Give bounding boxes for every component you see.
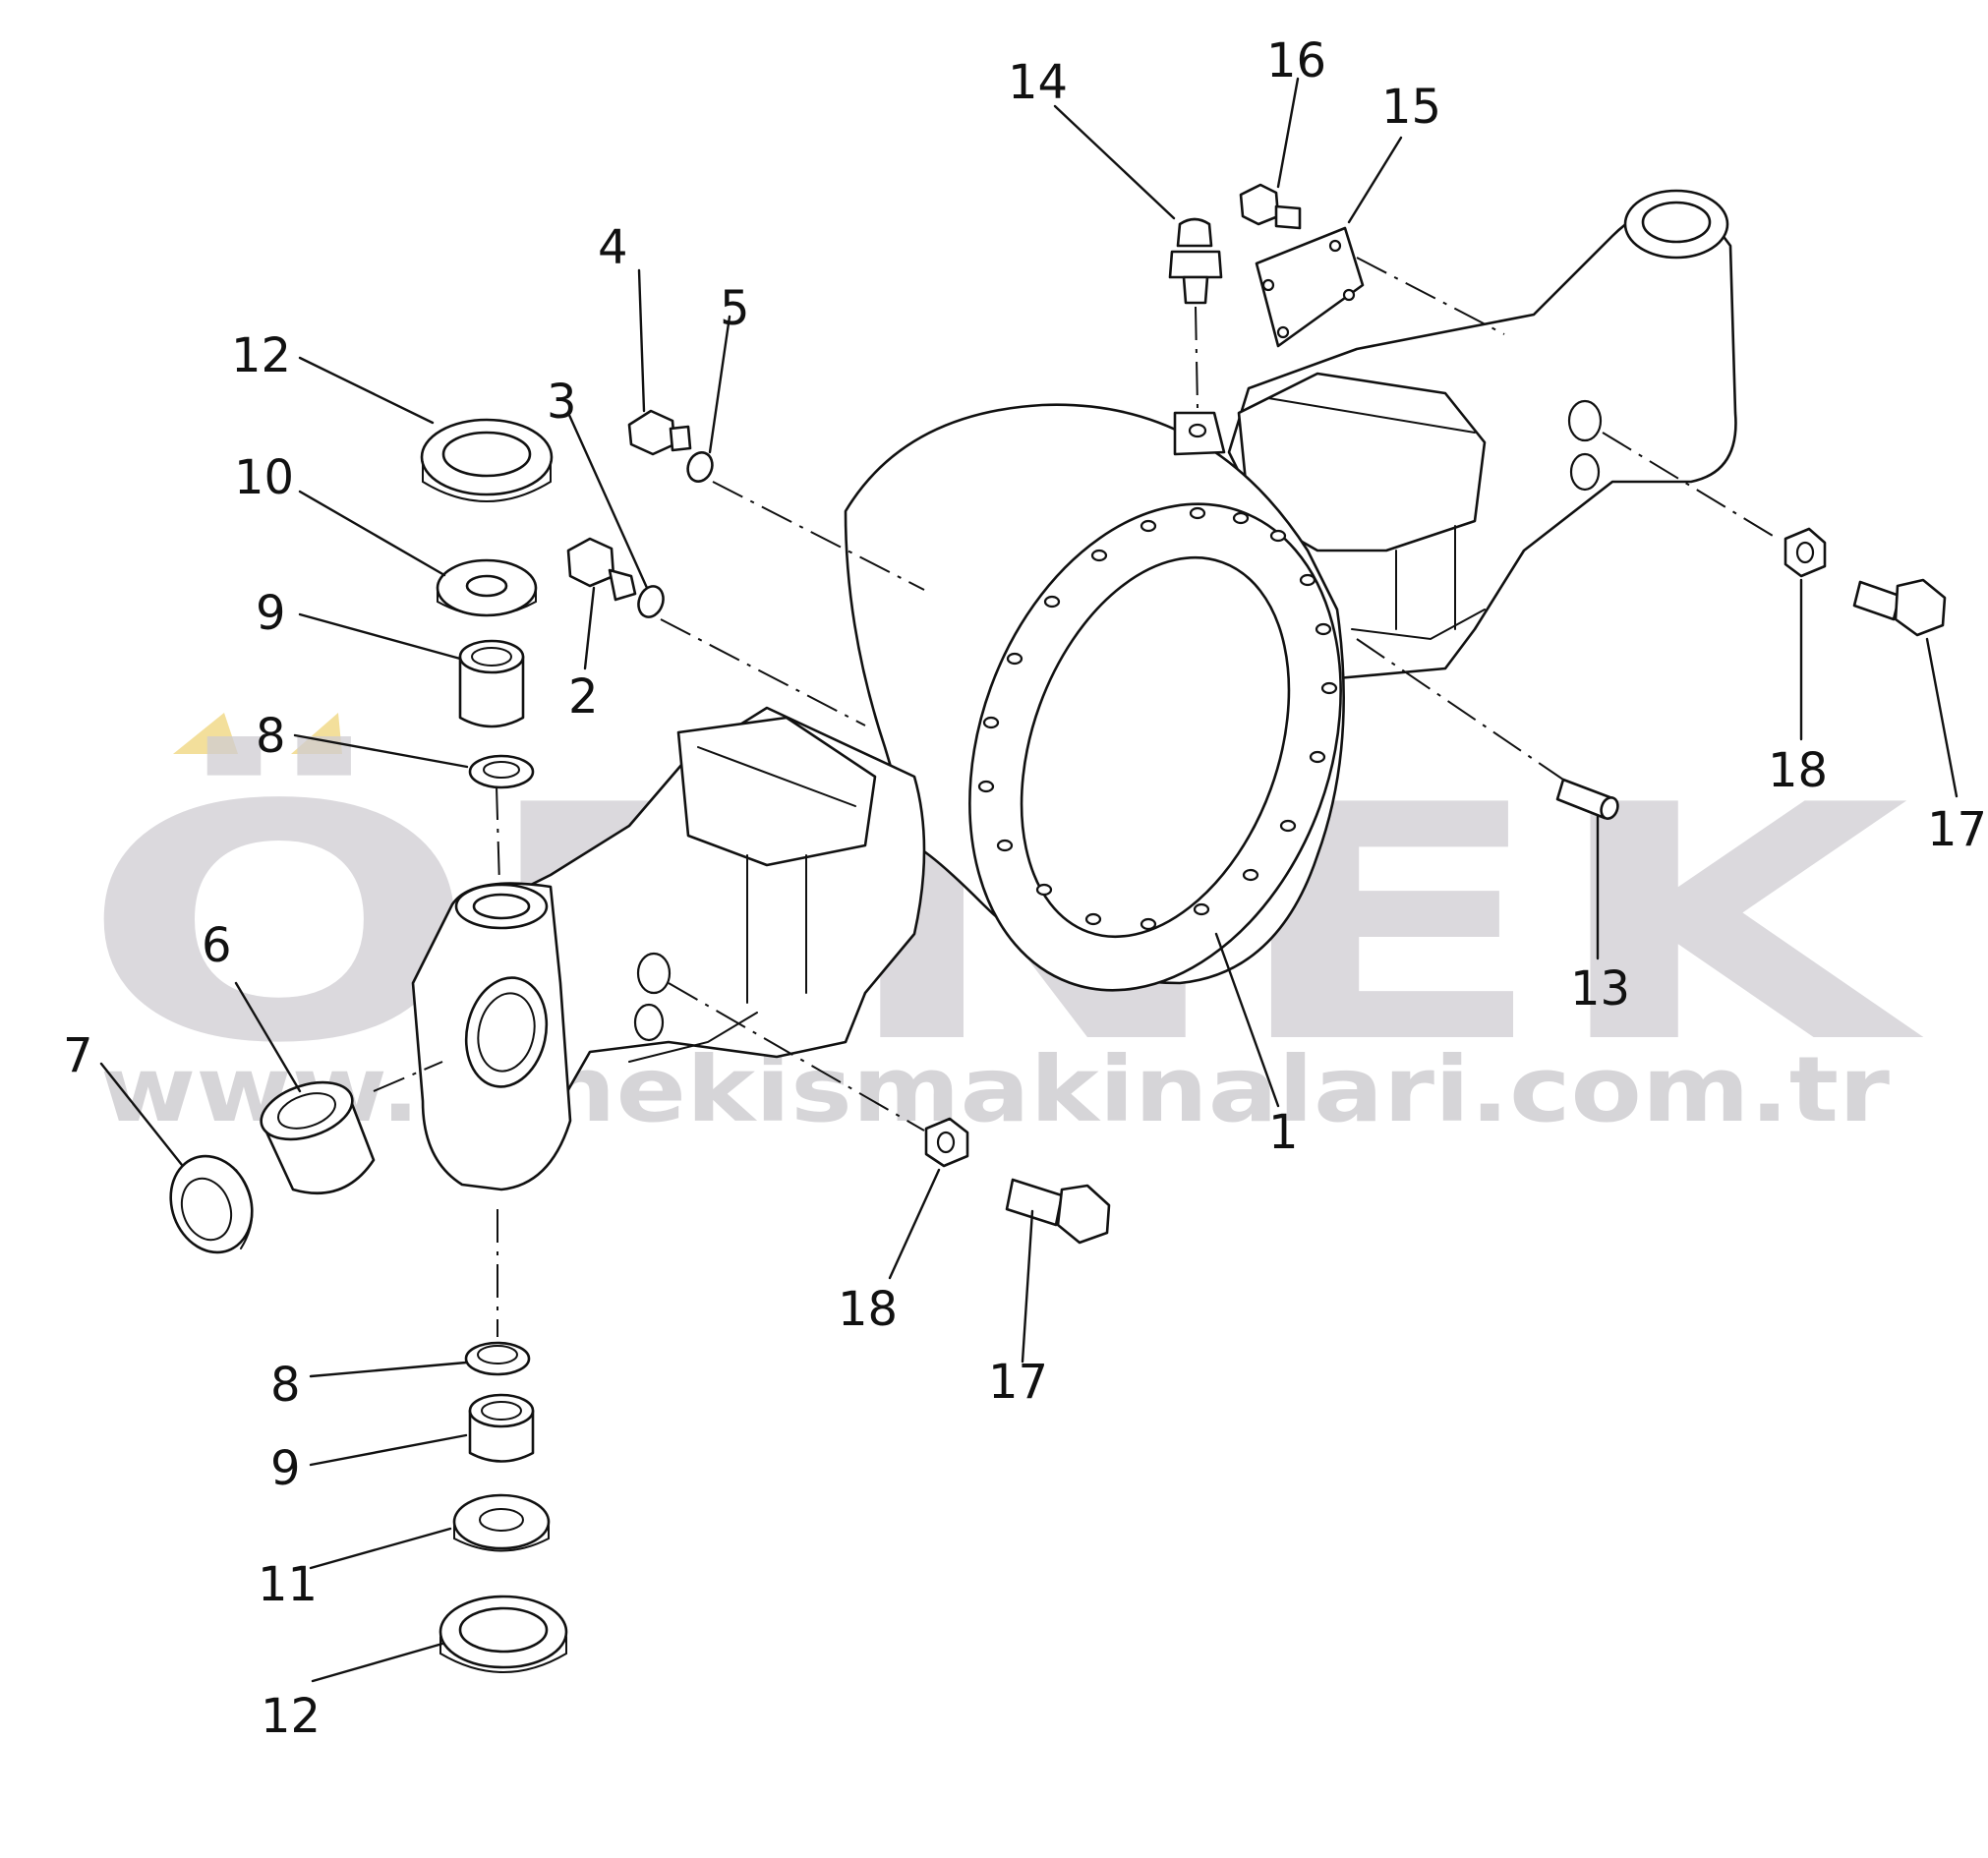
part-15-cover-plate [1255,226,1365,348]
part-9-bushing-upper [458,639,525,728]
part-13-pin [1555,778,1619,820]
callout-18-left: 18 [838,1282,898,1337]
watermark-url: www.ornekismakinalari.com.tr [100,1037,1891,1142]
housing-right-arm [1227,189,1737,680]
callout-8-upper: 8 [256,709,286,764]
callout-5: 5 [720,281,750,336]
callout-4: 4 [598,220,628,275]
callout-3: 3 [547,375,577,430]
drum-flange-bolt-holes [977,506,1338,931]
part-17-bolt-left [1005,1178,1111,1245]
callout-15: 15 [1381,80,1441,135]
part-3-o-ring [637,585,665,618]
callout-leaders [99,77,1959,1683]
callout-12-upper: 12 [231,328,291,383]
part-14-breather [1168,217,1223,305]
part-10-washer [436,558,538,617]
watermark-accent-left [173,713,238,754]
part-4-plug [627,409,692,456]
callout-14: 14 [1008,55,1068,110]
callout-18-right: 18 [1768,743,1828,798]
callout-17-right: 17 [1927,802,1987,857]
callout-1: 1 [1268,1105,1299,1160]
part-8-shim-lower [464,1341,531,1376]
housing-center-drum [844,403,1345,992]
callout-16: 16 [1266,33,1326,88]
part-7-seal [169,1154,254,1254]
callout-9-lower: 9 [270,1441,301,1496]
callout-9-upper: 9 [256,586,286,641]
part-6-bushing [260,1080,376,1195]
callout-12-lower: 12 [261,1689,321,1744]
part-18-nut-right [1783,527,1827,578]
part-16-bolt [1239,183,1302,230]
callout-numbers: 1 2 3 4 5 6 7 8 8 9 9 10 11 12 12 13 14 … [63,33,1987,1744]
part-12-bearing-lower [439,1595,568,1673]
part-18-nut-left [924,1117,969,1168]
callout-13: 13 [1570,961,1630,1016]
housing-left-arm [411,706,926,1191]
callout-10: 10 [234,450,294,505]
callout-8-lower: 8 [270,1358,301,1413]
part-5-o-ring [686,451,714,483]
callout-11: 11 [258,1557,318,1612]
part-12-bearing-upper [420,418,554,502]
watermark-accent-right [291,713,342,754]
part-2-plug [566,537,637,602]
part-17-bolt-right [1852,578,1947,637]
callout-2: 2 [568,669,599,725]
callout-6: 6 [202,918,232,973]
callout-17-left: 17 [988,1355,1048,1410]
part-8-shim-upper [468,754,535,789]
callout-7: 7 [63,1028,93,1083]
assembly-center-lines [373,257,1779,1337]
part-11-thrust-washer [452,1493,551,1552]
part-9-bushing-lower [468,1393,535,1463]
